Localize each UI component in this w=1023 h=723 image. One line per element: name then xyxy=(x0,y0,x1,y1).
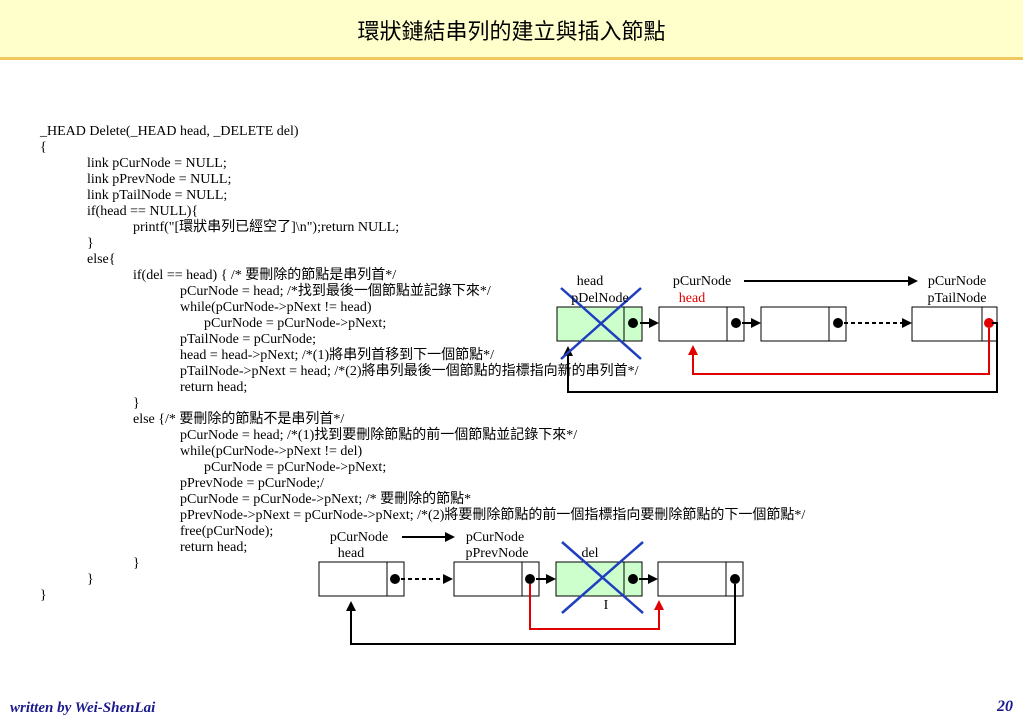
slide-title: 環狀鏈結串列的建立與插入節點 xyxy=(357,20,666,45)
code-line: if(head == NULL){ xyxy=(87,204,199,219)
list-node-head xyxy=(318,561,405,597)
code-line: free(pCurNode); xyxy=(180,524,274,539)
code-line: _HEAD Delete(_HEAD head, _DELETE del) xyxy=(40,124,299,139)
code-line: return head; xyxy=(180,380,248,395)
code-line: if(del == head) { /* 要刪除的節點是串列首*/ xyxy=(133,268,397,283)
delete-cross xyxy=(561,541,644,614)
code-line: pCurNode = head; /*找到最後一個節點並記錄下來*/ xyxy=(180,284,491,299)
code-line: pPrevNode->pNext = pCurNode->pNext; /*(2… xyxy=(180,508,806,523)
label-marker: I xyxy=(604,598,609,613)
label-pdelnode: pDelNode xyxy=(571,291,629,306)
label-pcurnode: pCurNode xyxy=(330,530,388,545)
code-line: while(pCurNode->pNext != del) xyxy=(180,444,363,459)
label-head: head xyxy=(577,274,603,289)
circular-link xyxy=(346,584,736,645)
label-pprevnode: pPrevNode xyxy=(466,546,529,561)
label-head: head xyxy=(338,546,364,561)
code-line: } xyxy=(87,572,94,587)
code-line: pCurNode = pCurNode->pNext; xyxy=(204,460,387,475)
code-line: } xyxy=(87,236,94,251)
diagram-delete-middle: pCurNode head pCurNode pPrevNode del I xyxy=(318,530,744,645)
code-line: else {/* 要刪除的節點不是串列首*/ xyxy=(133,412,345,427)
label-pcurnode: pCurNode xyxy=(673,274,731,289)
code-line: printf("[環狀串列已經空了]\n");return NULL; xyxy=(133,220,400,235)
code-line: } xyxy=(40,588,47,603)
list-node xyxy=(760,306,847,342)
code-line: } xyxy=(133,396,140,411)
label-pcurnode-prev: pCurNode xyxy=(466,530,524,545)
diagram-delete-head: head pDelNode pCurNode head pCurNode pTa… xyxy=(556,274,998,393)
author-credit: written by Wei-ShenLai xyxy=(10,700,156,716)
code-line: pTailNode = pCurNode; xyxy=(180,332,317,347)
code-line: link pCurNode = NULL; xyxy=(87,156,227,171)
delete-cross xyxy=(560,287,642,360)
label-pcurnode-tail: pCurNode xyxy=(928,274,986,289)
list-node-deleted xyxy=(555,561,643,597)
code-line: pPrevNode = pCurNode;/ xyxy=(180,476,324,491)
code-line: link pTailNode = NULL; xyxy=(87,188,228,203)
code-line: pCurNode = pCurNode->pNext; xyxy=(204,316,387,331)
list-node xyxy=(658,306,745,342)
code-line: { xyxy=(40,140,47,155)
code-line: link pPrevNode = NULL; xyxy=(87,172,232,187)
code-line: return head; xyxy=(180,540,248,555)
list-node xyxy=(657,561,744,597)
code-line: pTailNode->pNext = head; /*(2)將串列最後一個節點的… xyxy=(180,364,639,379)
code-line: pCurNode = pCurNode->pNext; /* 要刪除的節點* xyxy=(180,492,472,507)
code-line: head = head->pNext; /*(1)將串列首移到下一個節點*/ xyxy=(180,348,495,363)
title-bar: 環狀鏈結串列的建立與插入節點 xyxy=(0,0,1023,60)
code-line: pCurNode = head; /*(1)找到要刪除節點的前一個節點並記錄下來… xyxy=(180,428,578,443)
list-node-tail xyxy=(911,306,998,342)
label-head-new: head xyxy=(679,291,705,306)
label-del: del xyxy=(581,546,598,561)
page-number: 20 xyxy=(997,698,1013,715)
list-node-prev xyxy=(453,561,540,597)
circular-link xyxy=(563,322,998,393)
label-ptailnode: pTailNode xyxy=(928,291,987,306)
code-line: } xyxy=(133,556,140,571)
new-head-link xyxy=(688,328,990,375)
bypass-link xyxy=(529,584,664,630)
code-line: while(pCurNode->pNext != head) xyxy=(180,300,372,315)
code-line: else{ xyxy=(87,252,116,267)
